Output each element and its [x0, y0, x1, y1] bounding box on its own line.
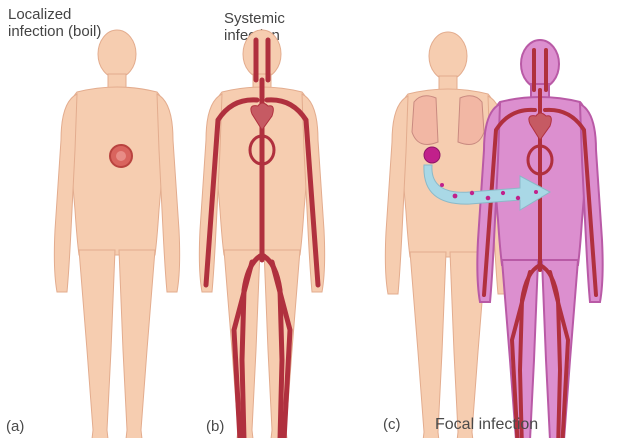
panel-a-letter: (a) — [6, 418, 24, 436]
panel-a-body — [54, 30, 179, 438]
panel-c-letter: (c) — [383, 416, 401, 434]
focus-infection — [424, 147, 440, 163]
panel-b-letter: (b) — [206, 418, 224, 436]
boil-core — [116, 151, 126, 161]
panel-c-caption: Focal infection — [435, 416, 538, 434]
